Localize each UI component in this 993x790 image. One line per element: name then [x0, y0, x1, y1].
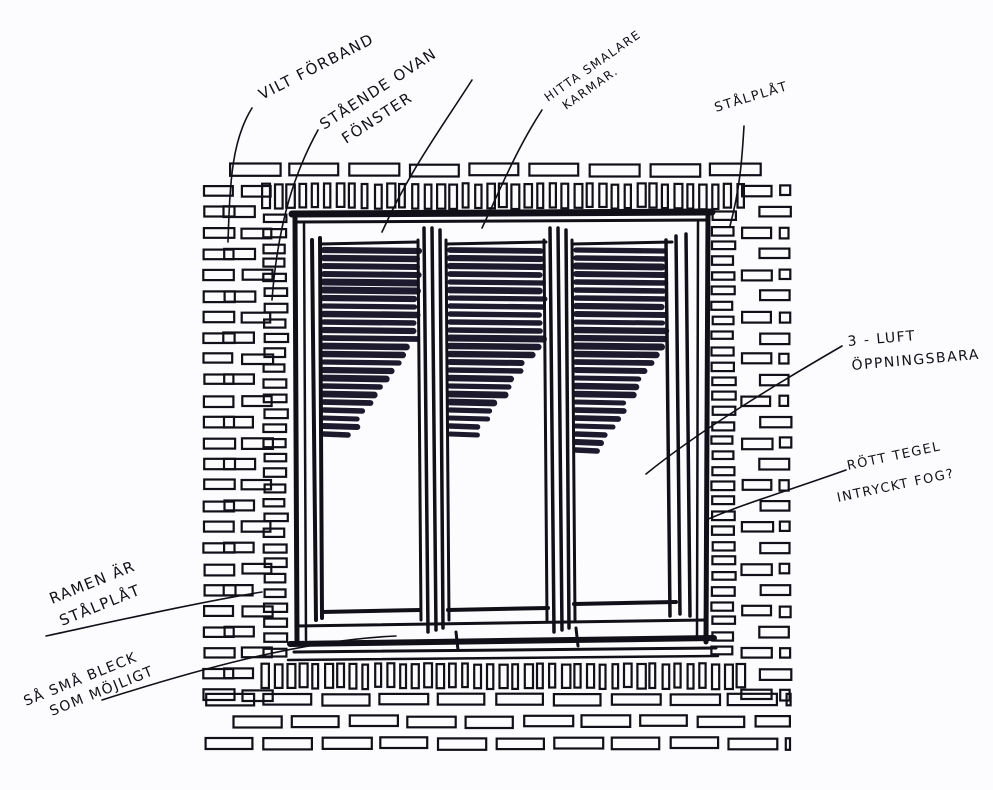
window-shading [320, 246, 670, 454]
label-stalplat: STÅLPLÅT [712, 78, 790, 116]
window-frame [286, 208, 720, 662]
brick-wall [202, 162, 793, 751]
label-tegel-line1: RÖTT TEGEL [845, 437, 942, 474]
soldier-course-surround [260, 182, 747, 691]
label-luft-line1: 3 - LUFT [847, 328, 917, 350]
leader-lines [45, 79, 847, 701]
label-luft-line2: ÖPPNINGSBARA [851, 345, 981, 374]
